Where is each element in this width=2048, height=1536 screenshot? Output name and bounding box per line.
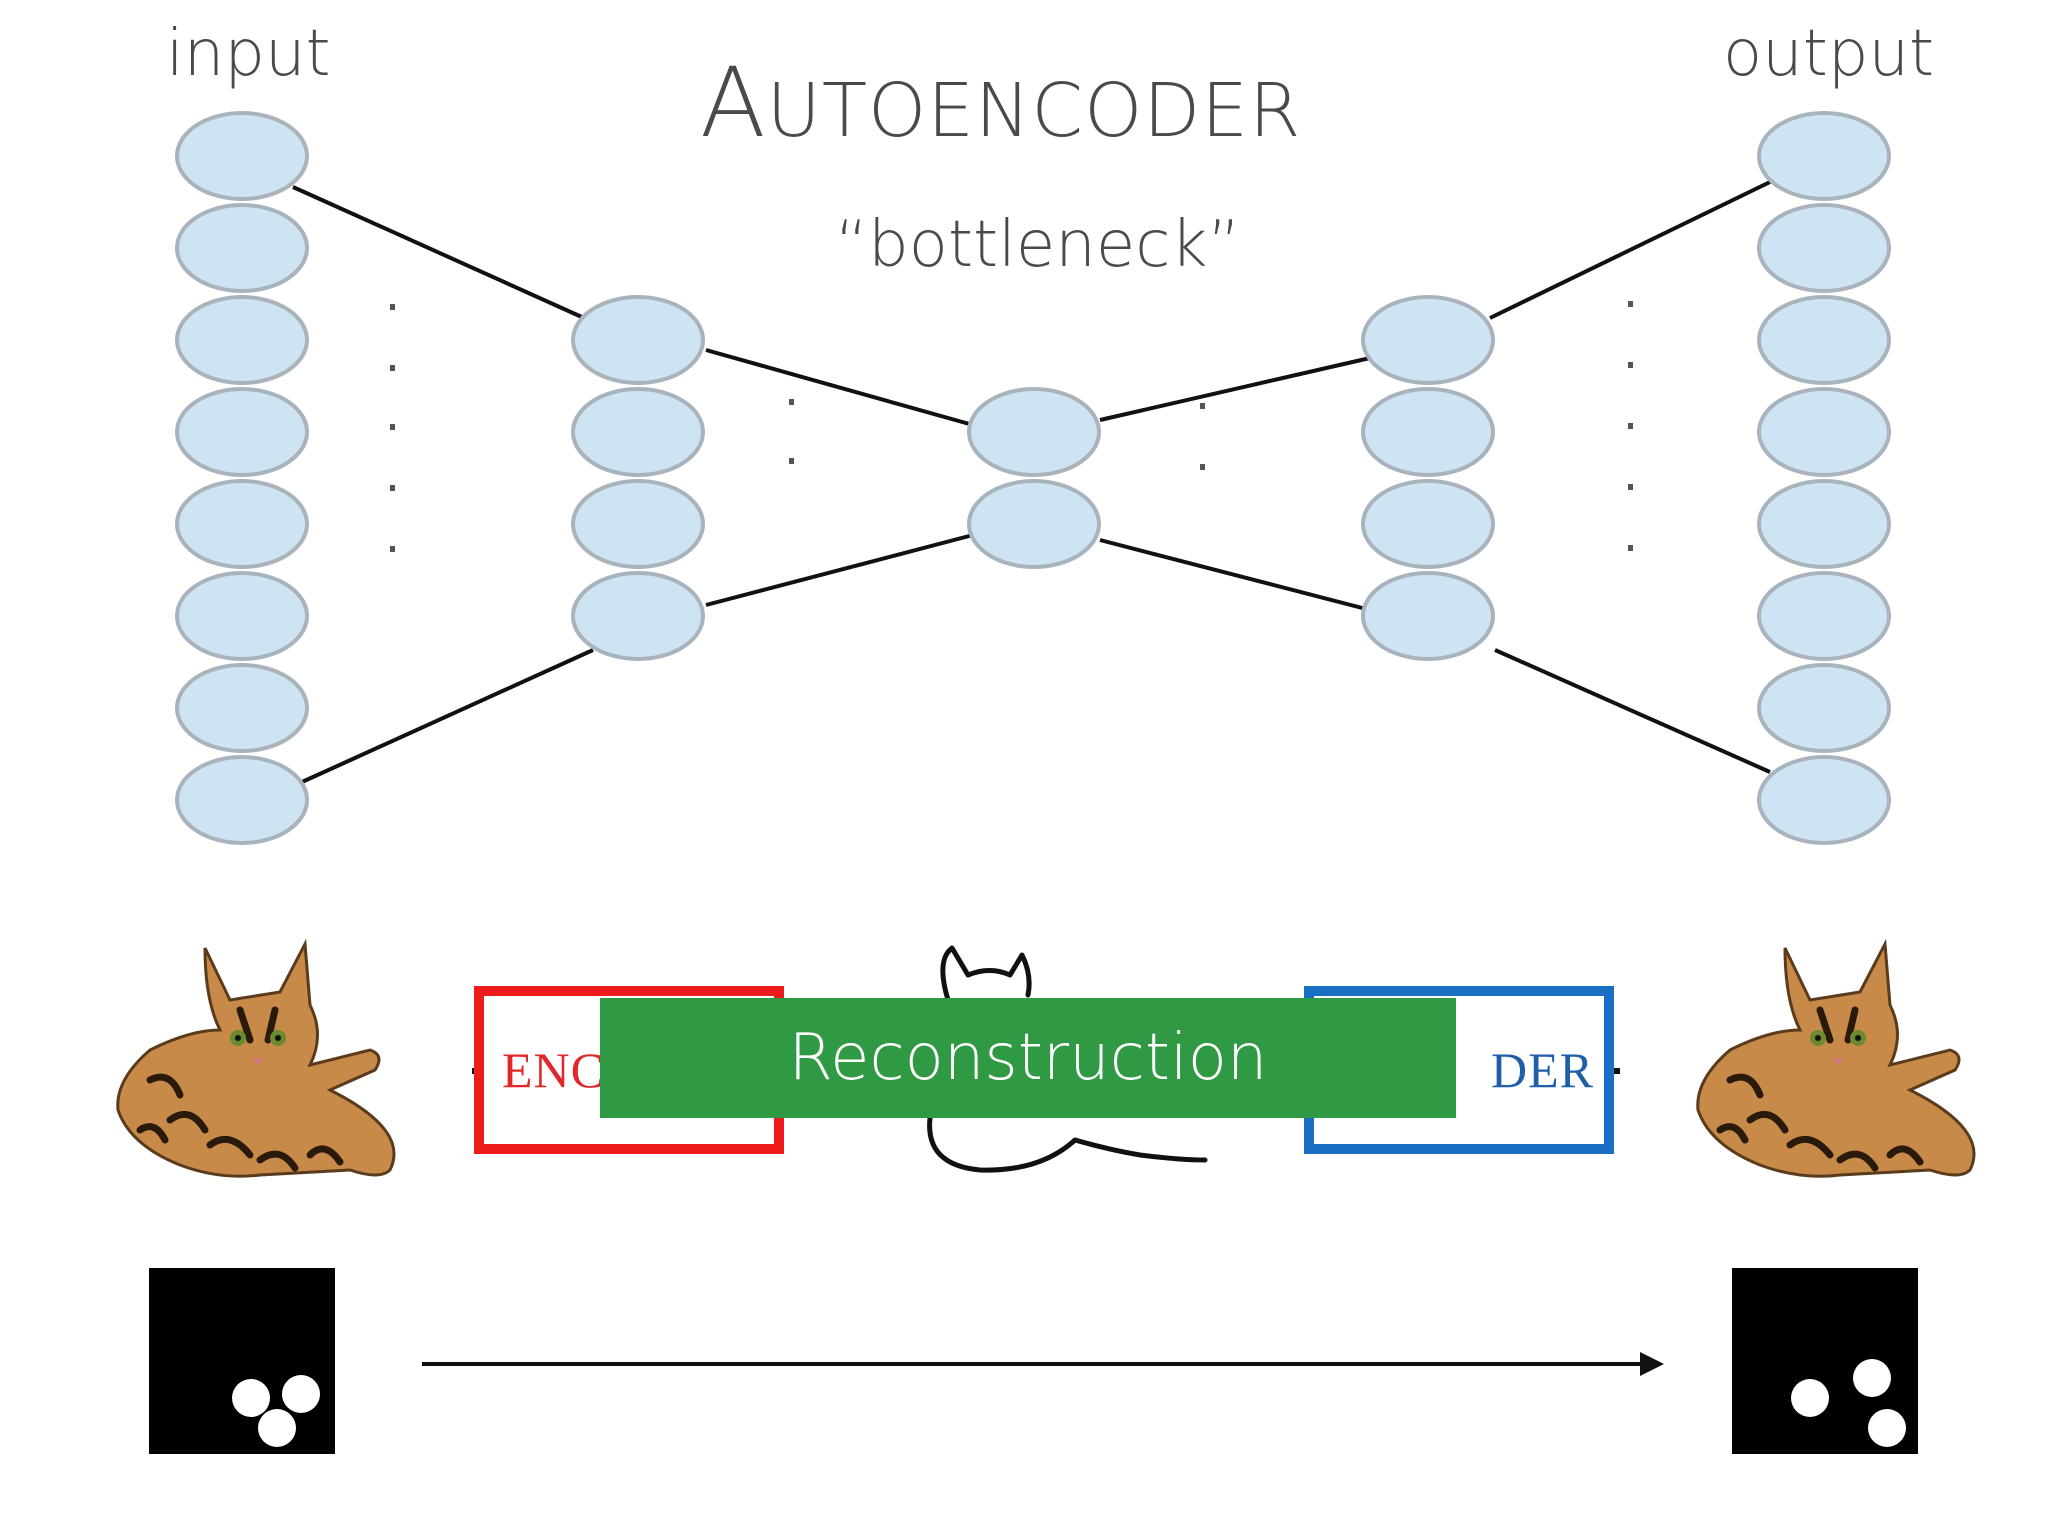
cat-photo-output [1696,938,1976,1178]
dot [1628,484,1633,490]
dot [789,458,794,464]
network-nodes [175,111,1891,845]
sample-blob [1853,1359,1891,1397]
dot [1200,464,1205,470]
reconstruction-banner-text: Reconstruction [788,1021,1268,1095]
dot [390,546,395,552]
dot [390,485,395,491]
edge [292,185,585,320]
dot [1628,362,1633,368]
output-node [1757,203,1891,293]
input-node [175,387,309,477]
output-node [1757,571,1891,661]
edge [1099,538,1371,612]
output-node [1757,663,1891,753]
sample-blob [258,1409,296,1447]
connector-dot [1614,1068,1620,1074]
edge [705,533,974,607]
encoder-hidden-node [571,571,705,661]
dot [789,399,794,405]
output-node [1757,479,1891,569]
edge [301,648,594,784]
bottleneck-node [967,387,1101,477]
decoder-hidden-node [1361,571,1495,661]
dot [1628,423,1633,429]
input-node [175,295,309,385]
edge [1099,356,1371,422]
encoder-hidden-node [571,295,705,385]
input-node [175,571,309,661]
sample-blob [282,1375,320,1413]
input-node [175,755,309,845]
input-node [175,111,309,201]
network-edges [292,180,1771,784]
reconstruction-banner: Reconstruction [600,998,1456,1118]
input-label: input [166,17,331,91]
sample-image-output [1732,1268,1918,1454]
dot [1628,301,1633,307]
sample-blob [232,1379,270,1417]
edge [705,348,974,427]
input-node [175,663,309,753]
cat-sketch [927,945,1208,1173]
output-node [1757,387,1891,477]
dot [1200,403,1205,409]
title-rest: UTOENCODER [766,68,1302,154]
diagram-title: AUTOENCODER [700,55,1301,151]
dot [1628,545,1633,551]
encoder-box-text: ENC [502,1042,605,1098]
decoder-box-text: DER [1491,1042,1594,1098]
encoder-hidden-node [571,387,705,477]
output-node [1757,295,1891,385]
input-node [175,479,309,569]
output-node [1757,755,1891,845]
decoder-hidden-node [1361,295,1495,385]
ellipsis-dots [390,301,1633,552]
decoder-hidden-node [1361,479,1495,569]
bottleneck-label: “bottleneck” [835,208,1241,282]
reconstruction-arrow [422,1352,1664,1376]
dot [390,424,395,430]
sample-image-input [149,1268,335,1454]
cat-photo-input [116,938,396,1178]
sample-blob [1791,1379,1829,1417]
dot [390,304,395,310]
edge [1489,180,1771,320]
sample-blob [1868,1409,1906,1447]
input-node [175,203,309,293]
title-initial: A [700,47,767,159]
output-label: output [1723,17,1935,91]
encoder-hidden-node [571,479,705,569]
output-node [1757,111,1891,201]
decoder-hidden-node [1361,387,1495,477]
bottleneck-node [967,479,1101,569]
edge [1494,648,1771,774]
dot [390,365,395,371]
